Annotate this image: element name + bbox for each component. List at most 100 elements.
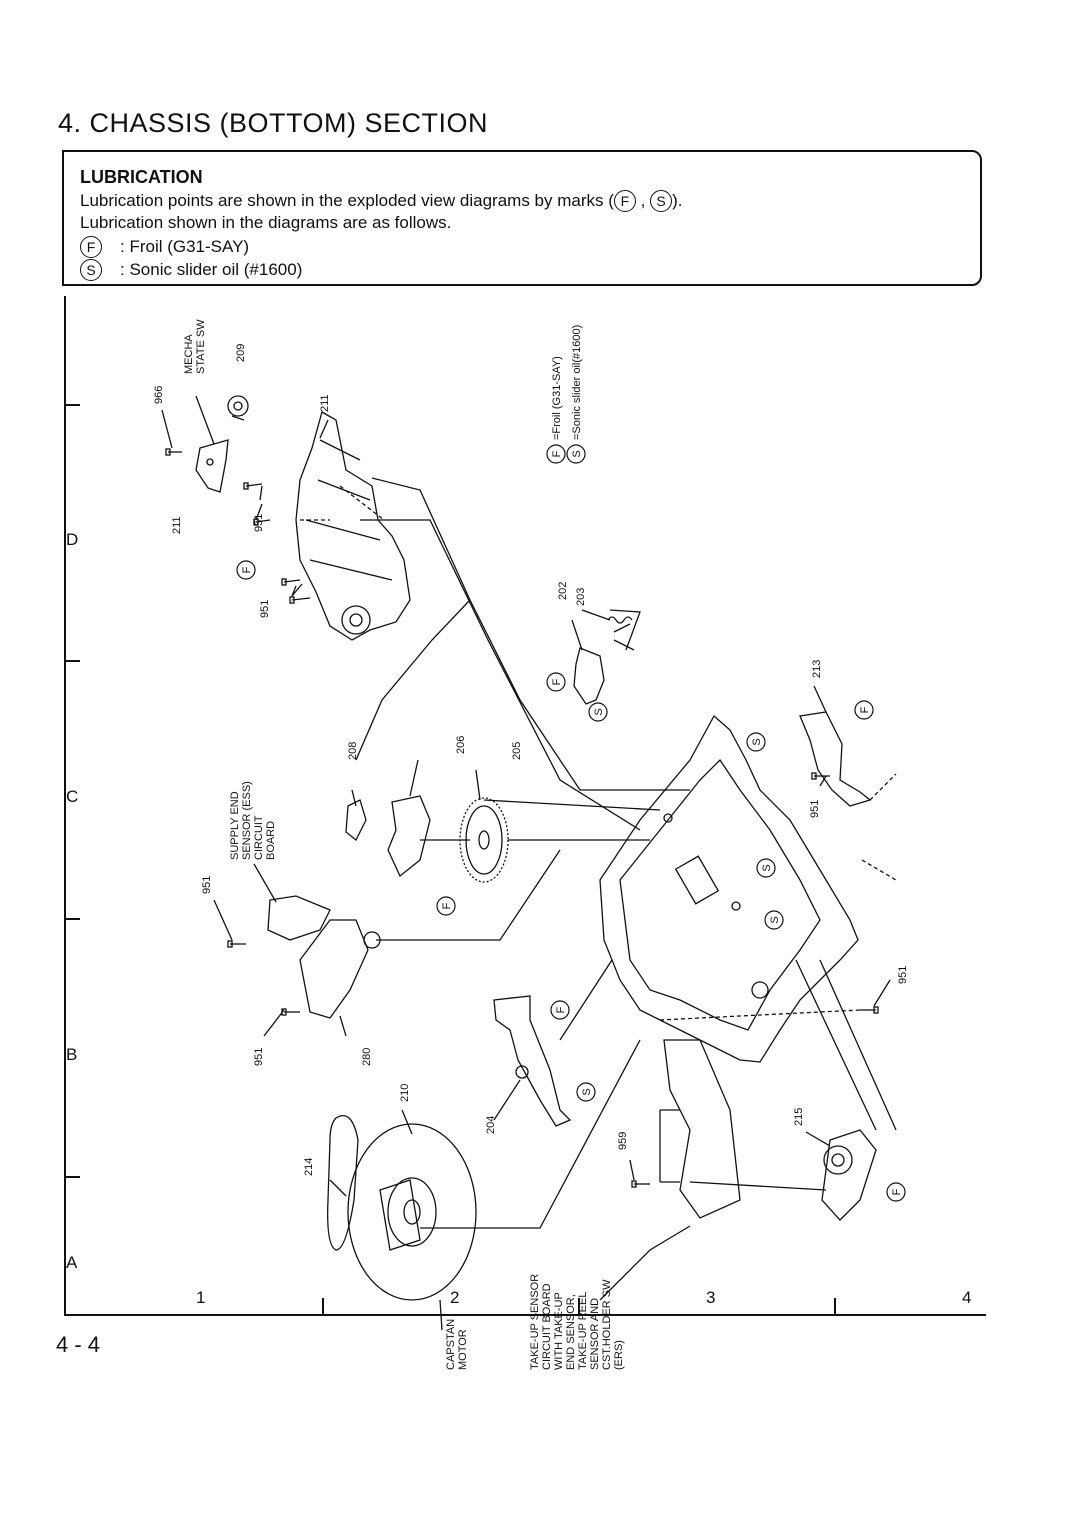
column-label-2: 2 [450, 1288, 460, 1307]
label-takeup-sensor-2: CIRCUIT BOARD [541, 1283, 553, 1370]
screw-959-part [631, 1180, 650, 1188]
column-label-3: 3 [706, 1288, 716, 1307]
part-number-215: 215 [793, 1108, 805, 1126]
part-number-280: 280 [361, 1048, 373, 1066]
screw-951-part [281, 578, 301, 586]
label-mecha-state-sw-1: MECHA [183, 334, 195, 374]
lever-206-part [387, 795, 431, 878]
lube-mark-sonic: S [581, 1088, 593, 1095]
lube-mark-froil: F [859, 706, 871, 713]
column-label-1: 1 [196, 1288, 206, 1307]
frame-left-border [64, 296, 66, 1316]
lubrication-heading: LUBRICATION [80, 167, 203, 187]
screw-951-part [281, 1008, 300, 1016]
part-number-951: 951 [809, 800, 821, 818]
label-supply-end-sensor-2: SENSOR (ESS) [241, 781, 253, 860]
lubrication-followup-line: Lubrication shown in the diagrams are as… [80, 213, 452, 232]
part-number-211: 211 [171, 516, 183, 534]
legend-mark-froil: F [551, 450, 563, 457]
zone-label-a: A [66, 1253, 78, 1272]
legend-froil-text: =Froil (G31-SAY) [551, 356, 563, 440]
part-number-206: 206 [455, 736, 467, 754]
label-takeup-sensor-3: WITH TAKE-UP [553, 1292, 565, 1370]
froil-mark-icon: F [613, 190, 636, 212]
label-supply-end-sensor-3: CIRCUIT [253, 815, 265, 860]
zone-label-c: C [66, 787, 79, 806]
part-number-951: 951 [259, 600, 271, 618]
lever-204-part [493, 995, 572, 1127]
lubrication-legend-froil: F : Froil (G31-SAY) [80, 236, 249, 258]
sonic-description: : Sonic slider oil (#1600) [120, 260, 303, 279]
holder-280-part [299, 919, 381, 1019]
lever-208-part [345, 799, 367, 842]
reel-215-part [821, 1129, 877, 1221]
label-supply-end-sensor-4: BOARD [265, 821, 277, 860]
frame-bottom-border [64, 1314, 986, 1316]
part-number-951: 951 [201, 876, 213, 894]
bracket-211-part [195, 439, 229, 493]
part-number-959: 959 [617, 1132, 629, 1150]
part-number-202: 202 [557, 582, 569, 600]
spring-203-part [607, 616, 633, 624]
legend-mark-sonic: S [571, 450, 583, 457]
lube-mark-froil: F [551, 678, 563, 685]
supply-end-sensor-board-part [267, 895, 331, 941]
capstan-motor-part [347, 1123, 477, 1301]
sonic-mark-icon: S [650, 190, 673, 212]
lube-mark-froil: F [891, 1188, 903, 1195]
lube-mark-froil: F [441, 902, 453, 909]
part-number-203: 203 [575, 588, 587, 606]
belt-214-part [327, 1114, 359, 1251]
froil-description: : Froil (G31-SAY) [120, 237, 250, 256]
part-number-214: 214 [303, 1158, 315, 1176]
takeup-sensor-board-part [663, 1039, 741, 1219]
part-number-951: 951 [253, 1048, 265, 1066]
label-takeup-sensor-4: END SENSOR, [565, 1294, 577, 1370]
screw-951-part [227, 940, 246, 948]
lube-mark-sonic: S [769, 916, 781, 923]
lube-mark-sonic: S [761, 864, 773, 871]
arm-202-part [573, 623, 635, 705]
zone-divider [64, 404, 80, 406]
label-takeup-sensor-8: (ERS) [613, 1340, 625, 1370]
zone-label-d: D [66, 530, 79, 549]
zone-divider [64, 1176, 80, 1178]
part-number-211: 211 [319, 394, 331, 412]
sonic-legend-icon: S [80, 259, 102, 281]
label-capstan-motor-2: MOTOR [457, 1329, 469, 1370]
label-capstan-motor-1: CAPSTAN [445, 1319, 457, 1370]
lubrication-intro-line: Lubrication points are shown in the expl… [80, 190, 683, 212]
part-number-204: 204 [485, 1116, 497, 1134]
zone-label-b: B [66, 1045, 78, 1064]
mecha-assembly-part [295, 411, 411, 641]
froil-legend-icon: F [80, 236, 102, 258]
zone-divider [64, 918, 80, 920]
label-takeup-sensor-5: TAKE-UP REEL [577, 1292, 589, 1370]
lube-mark-froil: F [241, 566, 253, 573]
lubrication-intro-suffix: ). [672, 191, 683, 210]
label-takeup-sensor-6: SENSOR AND [589, 1298, 601, 1370]
part-number-205: 205 [511, 742, 523, 760]
column-divider [578, 1298, 580, 1314]
label-takeup-sensor-1: TAKE-UP SENSOR [529, 1274, 541, 1370]
column-label-4: 4 [962, 1288, 972, 1307]
part-number-213: 213 [811, 660, 823, 678]
part-number-208: 208 [347, 742, 359, 760]
gear-209-part [227, 395, 249, 417]
page-number: 4 - 4 [56, 1332, 101, 1357]
screw-951-part [811, 772, 830, 780]
zone-divider [64, 660, 80, 662]
part-number-210: 210 [399, 1084, 411, 1102]
lubrication-box [62, 150, 982, 286]
part-number-966: 966 [153, 386, 165, 404]
screw-966-part [165, 448, 182, 456]
lube-mark-froil: F [555, 1006, 567, 1013]
screw-951-part [243, 482, 263, 490]
label-mecha-state-sw-2: STATE SW [195, 319, 207, 374]
lube-mark-sonic: S [593, 708, 605, 715]
screw-951-part [289, 596, 311, 604]
main-chassis-part [599, 714, 859, 1063]
lube-mark-sonic: S [751, 738, 763, 745]
part-number-209: 209 [235, 344, 247, 362]
